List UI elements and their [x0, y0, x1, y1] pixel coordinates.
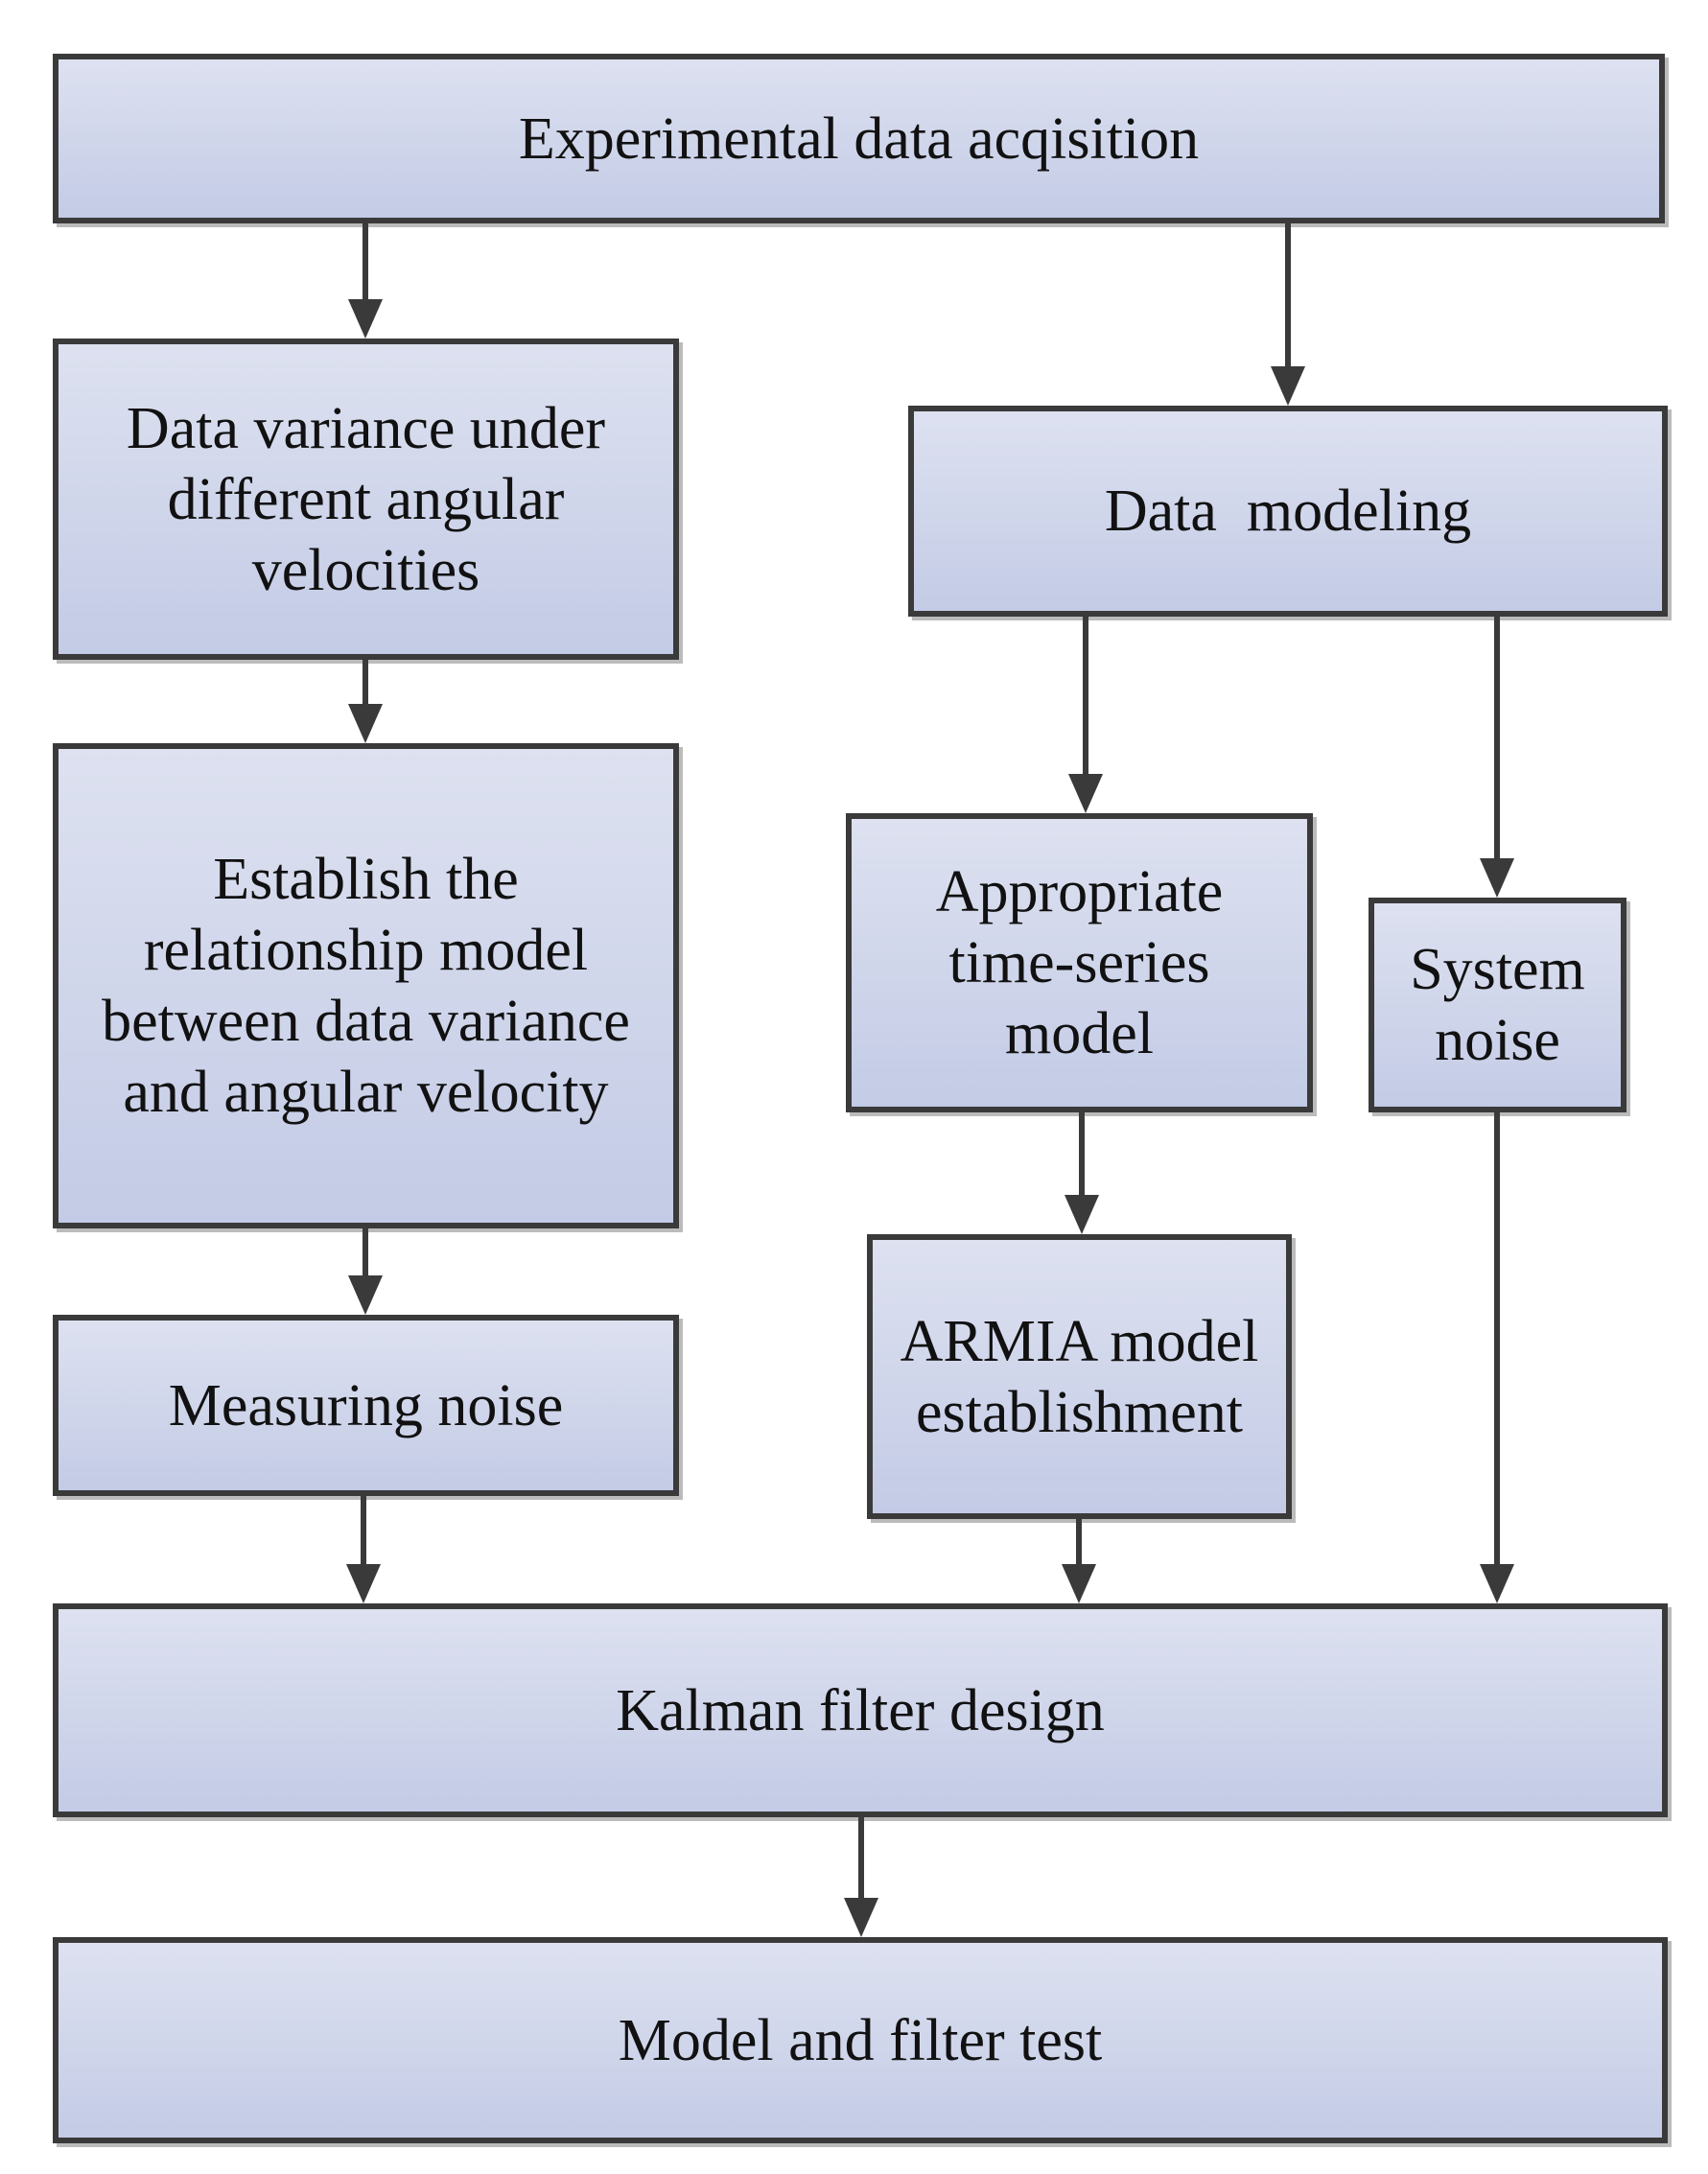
arrowhead: [1068, 774, 1103, 813]
data-modeling-label: Data modeling: [1104, 479, 1472, 544]
armia-model-label: ARMIA model establishment: [900, 1308, 1259, 1445]
experimental-data-acquisition-label: Experimental data acqisition: [518, 105, 1200, 172]
experimental-data-acquisition-box: Experimental data acqisition: [53, 54, 1665, 223]
arrowhead: [1065, 1195, 1099, 1234]
kalman-filter-design-label: Kalman filter design: [616, 1677, 1105, 1743]
measuring-noise-box: Measuring noise: [53, 1315, 679, 1496]
time-series-model-box: Appropriate time-series model: [846, 813, 1313, 1112]
relationship-model-label: Establish the relationship model between…: [102, 847, 630, 1125]
kalman-filter-design-box: Kalman filter design: [53, 1603, 1668, 1817]
arrowhead: [844, 1898, 878, 1937]
measuring-noise-label: Measuring noise: [168, 1372, 564, 1438]
data-variance-label: Data variance under different angular ve…: [126, 395, 606, 603]
armia-model-box: ARMIA model establishment: [867, 1234, 1292, 1519]
arrowhead: [1062, 1564, 1096, 1603]
arrowhead: [348, 299, 383, 339]
time-series-model-label: Appropriate time-series model: [935, 859, 1224, 1066]
arrowhead: [346, 1564, 381, 1603]
system-noise-box: System noise: [1369, 898, 1626, 1112]
system-noise-label: System noise: [1410, 937, 1585, 1073]
arrowhead: [348, 1275, 383, 1315]
data-variance-box: Data variance under different angular ve…: [53, 339, 679, 660]
arrowhead: [348, 704, 383, 743]
model-and-filter-test-box: Model and filter test: [53, 1937, 1668, 2143]
relationship-model-box: Establish the relationship model between…: [53, 743, 679, 1228]
arrowhead: [1480, 1564, 1514, 1603]
arrowhead: [1480, 858, 1514, 898]
arrowhead: [1271, 366, 1305, 406]
data-modeling-box: Data modeling: [908, 406, 1668, 617]
model-and-filter-test-label: Model and filter test: [618, 2007, 1103, 2073]
